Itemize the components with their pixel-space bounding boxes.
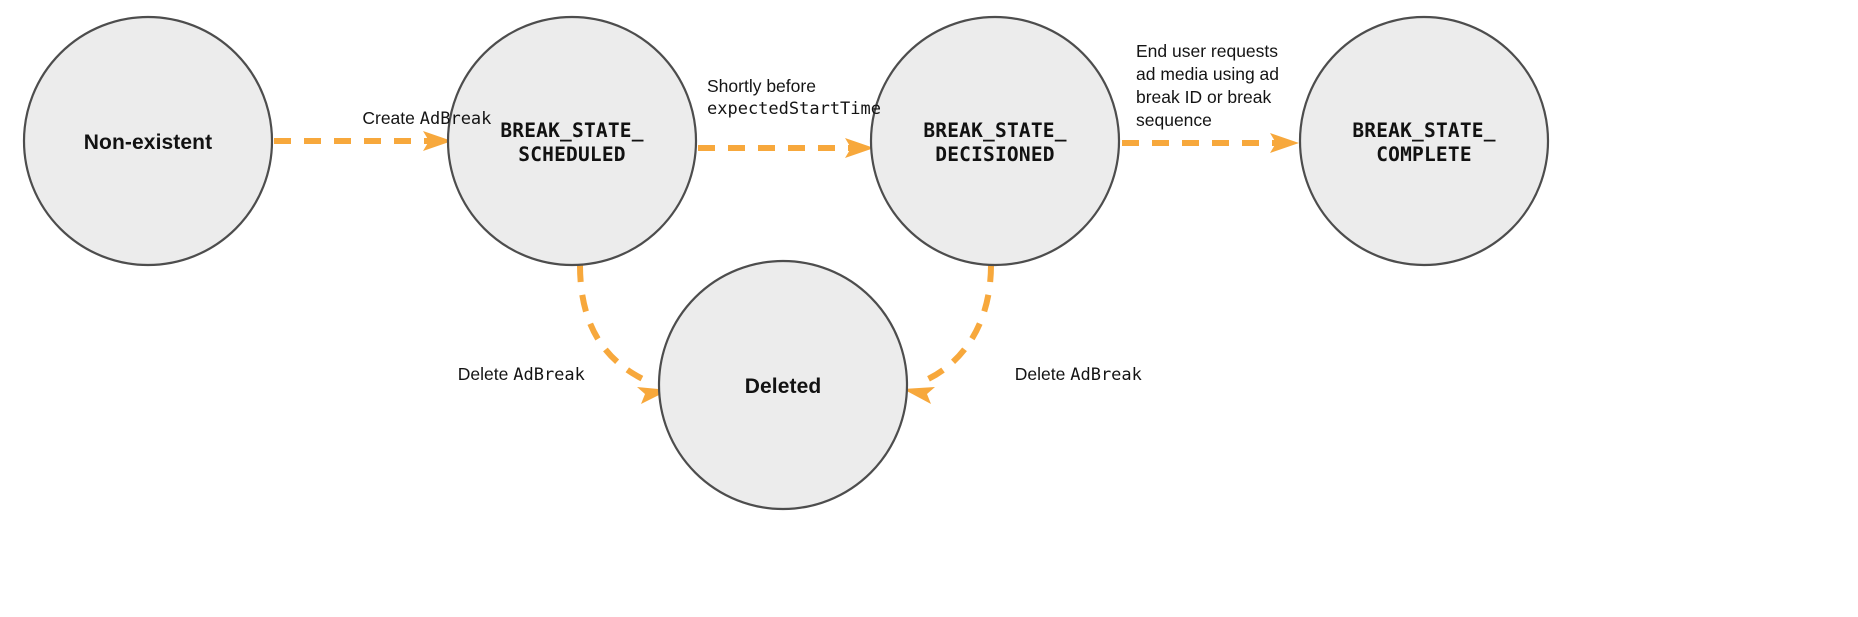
edge-shortly-before (698, 138, 874, 158)
state-node-non-existent[interactable] (22, 15, 274, 267)
edge-shortly-before-arrowhead (845, 138, 874, 158)
state-node-break-state-scheduled[interactable] (446, 15, 698, 267)
state-node-break-state-complete[interactable] (1298, 15, 1550, 267)
edge-delete-adbreak-from-scheduled (577, 264, 669, 404)
edge-delete-adbreak-from-decisioned-arrowhead (903, 387, 935, 404)
state-node-deleted[interactable] (657, 259, 909, 511)
edge-create-adbreak (274, 131, 452, 151)
state-node-break-state-decisioned[interactable] (869, 15, 1121, 267)
edge-end-user-requests-arrowhead (1270, 133, 1299, 153)
edge-create-adbreak-arrowhead (423, 131, 452, 151)
edge-end-user-requests (1122, 133, 1299, 153)
edge-delete-adbreak-from-scheduled-line (577, 264, 651, 385)
edge-delete-adbreak-from-decisioned (903, 264, 994, 404)
edge-delete-adbreak-from-decisioned-line (922, 264, 994, 384)
